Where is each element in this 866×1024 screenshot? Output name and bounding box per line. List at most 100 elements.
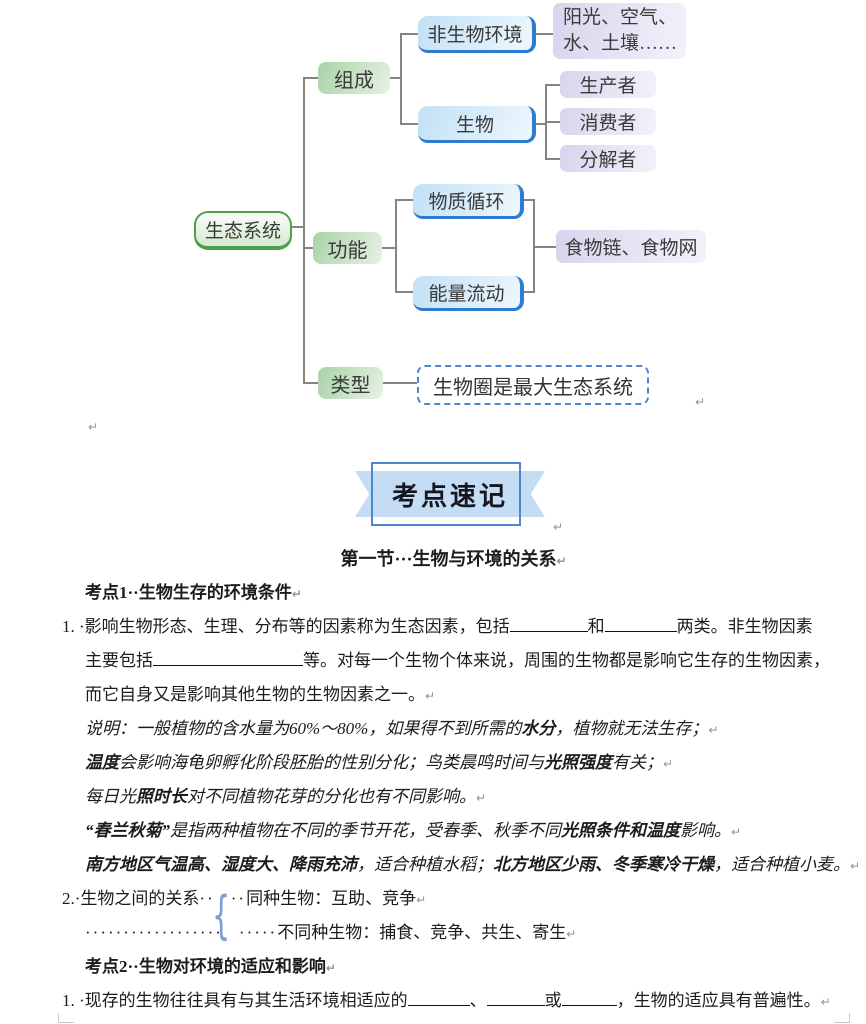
paragraph-mark: ↵ <box>325 961 336 975</box>
leader-dots: ····· <box>238 923 278 942</box>
fill-blank <box>604 616 677 632</box>
note-photoperiod: 每日光照时长对不同植物花芽的分化也有不同影响。↵ <box>62 780 845 814</box>
note-text: 会影响海龟卵孵化阶段胚胎的性别分化；鸟类晨鸣时间与 <box>119 753 544 772</box>
abiotic-factors-line1: 阳光、空气、 <box>563 7 678 28</box>
node-abiotic-environment: 非生物环境 <box>418 16 536 53</box>
connector-line <box>533 246 556 248</box>
paragraph-mark: ↵ <box>416 893 427 907</box>
exam-points-banner: 考点速记 <box>355 462 545 526</box>
connector-line <box>395 199 397 293</box>
kaodian1-title: 考点1··生物生存的环境条件 <box>85 583 292 602</box>
connector-line <box>303 382 318 384</box>
fill-blank <box>153 650 303 666</box>
ecosystem-mindmap: 生态系统 组成 功能 类型 非生物环境 阳光、空气、 水、土壤…… 生物 生产者… <box>0 0 866 440</box>
note-bold-light-temp: 光照条件和温度 <box>561 821 680 840</box>
connector-line <box>395 291 413 293</box>
study-content: 第一节···生物与环境的关系↵ 考点1··生物生存的环境条件↵ 1. ·影响生物… <box>62 542 860 1018</box>
paragraph-mark: ↵ <box>425 689 436 703</box>
connector-line <box>303 77 318 79</box>
kaodian2-heading: 考点2··生物对环境的适应和影响↵ <box>62 950 845 984</box>
item1-text-a: 1. ·影响生物形态、生理、分布等的因素称为生态因素，包括 <box>62 617 510 636</box>
leader-dots: ·················· <box>85 923 223 942</box>
ribbon-frame <box>371 462 521 526</box>
paragraph-mark: ↵ <box>695 395 706 409</box>
item2-prefix: 2.·生物之间的关系 <box>62 889 200 908</box>
node-producer: 生产者 <box>560 71 656 98</box>
fill-blank <box>509 616 588 632</box>
node-ecosystem: 生态系统 <box>194 211 292 250</box>
item1-text-d: 主要包括 <box>85 651 153 670</box>
fill-blank <box>407 990 470 1006</box>
item3-text-a: 1. ·现存的生物往往具有与其生活环境相适应的 <box>62 991 408 1010</box>
kaodian2-title: 考点2··生物对环境的适应和影响 <box>85 957 326 976</box>
item3-text-b: 、 <box>469 991 487 1010</box>
note-bold-light-intensity: 光照强度 <box>544 753 612 772</box>
note-text: ，植物就无法生存； <box>555 719 709 738</box>
connector-line <box>400 33 402 125</box>
note-text: 是指两种植物在不同的季节开花，受春季、秋季不同 <box>170 821 561 840</box>
section-title-text: 第一节···生物与环境的关系 <box>340 549 557 569</box>
item3-line1: 1. ·现存的生物往往具有与其生活环境相适应的、或，生物的适应具有普遍性。↵ <box>62 984 845 1018</box>
item2-line1: 2.·生物之间的关系····同种生物：互助、竞争↵ <box>62 882 845 916</box>
ribbon-shape <box>355 471 545 517</box>
connector-line <box>545 121 560 123</box>
connector-line <box>400 33 418 35</box>
node-matter-cycle: 物质循环 <box>413 184 524 219</box>
connector-line <box>545 158 560 160</box>
item1-line2: 主要包括 等。对每一个生物个体来说，周围的生物都是影响它生存的生物因素， <box>62 644 845 678</box>
paragraph-mark: ↵ <box>88 420 99 434</box>
paragraph-mark: ↵ <box>566 927 577 941</box>
item3-text-c: 或 <box>544 991 562 1010</box>
curly-brace: { <box>212 886 231 946</box>
connector-line <box>390 77 400 79</box>
note-bold-north: 北方地区少雨、冬季寒冷干燥 <box>493 855 714 874</box>
item2-same-species: 同种生物：互助、竞争 <box>246 889 417 908</box>
note-text: ，适合种植小麦。 <box>714 855 850 874</box>
note-bold-quote: “春兰秋菊” <box>85 821 170 840</box>
connector-line <box>382 247 395 249</box>
node-decomposer: 分解者 <box>560 145 656 172</box>
node-biotic: 生物 <box>418 106 536 143</box>
page-boundary-mark-right <box>834 1013 850 1023</box>
leader-dots: ·· <box>199 889 215 908</box>
fill-blank <box>486 990 545 1006</box>
leader-dots: ·· <box>230 889 247 908</box>
connector-trunk <box>303 77 305 384</box>
node-biosphere-largest-ecosystem: 生物圈是最大生态系统 <box>417 365 649 405</box>
node-consumer: 消费者 <box>560 108 656 135</box>
paragraph-mark: ↵ <box>708 723 719 737</box>
note-text: 影响。 <box>680 821 731 840</box>
connector-line <box>303 247 313 249</box>
page-boundary-mark-left <box>58 1013 74 1023</box>
note-bold-temperature: 温度 <box>85 753 119 772</box>
note-text: 说明：一般植物的含水量为60%～80%，如果得不到所需的 <box>85 719 522 738</box>
connector-line <box>288 226 303 228</box>
connector-line <box>545 84 560 86</box>
paragraph-mark: ↵ <box>820 995 831 1009</box>
node-energy-flow: 能量流动 <box>413 276 524 311</box>
note-temperature: 温度会影响海龟卵孵化阶段胚胎的性别分化；鸟类晨鸣时间与光照强度有关；↵ <box>62 746 845 780</box>
connector-line <box>395 199 413 201</box>
item1-text-e: 等。对每一个生物个体来说，周围的生物都是影响它生存的生物因素， <box>303 651 830 670</box>
section-heading: 第一节···生物与环境的关系↵ <box>62 542 845 576</box>
paragraph-mark: ↵ <box>731 825 742 839</box>
item2-line2: ·······················不同种生物：捕食、竞争、共生、寄生… <box>62 916 845 950</box>
note-bold-south: 南方地区气温高、湿度大、降雨充沛 <box>85 855 357 874</box>
node-abiotic-factors: 阳光、空气、 水、土壤…… <box>553 3 686 59</box>
note-orchid-chrysanthemum: “春兰秋菊”是指两种植物在不同的季节开花，受春季、秋季不同光照条件和温度影响。↵ <box>62 814 845 848</box>
note-bold-water: 水分 <box>521 719 556 738</box>
paragraph-mark: ↵ <box>553 520 564 534</box>
item1-text-b: 和 <box>587 617 605 636</box>
note-text: 有关； <box>612 753 663 772</box>
connector-line <box>400 123 418 125</box>
note-text: 每日光 <box>85 787 136 806</box>
item1-line1: 1. ·影响生物形态、生理、分布等的因素称为生态因素，包括和两类。非生物因素 <box>62 610 845 644</box>
node-food-chain-web: 食物链、食物网 <box>556 230 706 263</box>
item1-text-f: 而它自身又是影响其他生物的生物因素之一。 <box>85 685 425 704</box>
kaodian1-heading: 考点1··生物生存的环境条件↵ <box>62 576 845 610</box>
connector-line <box>520 199 533 201</box>
connector-line <box>383 382 417 384</box>
note-text: ，适合种植水稻； <box>357 855 493 874</box>
paragraph-mark: ↵ <box>850 859 861 873</box>
fill-blank <box>561 990 617 1006</box>
